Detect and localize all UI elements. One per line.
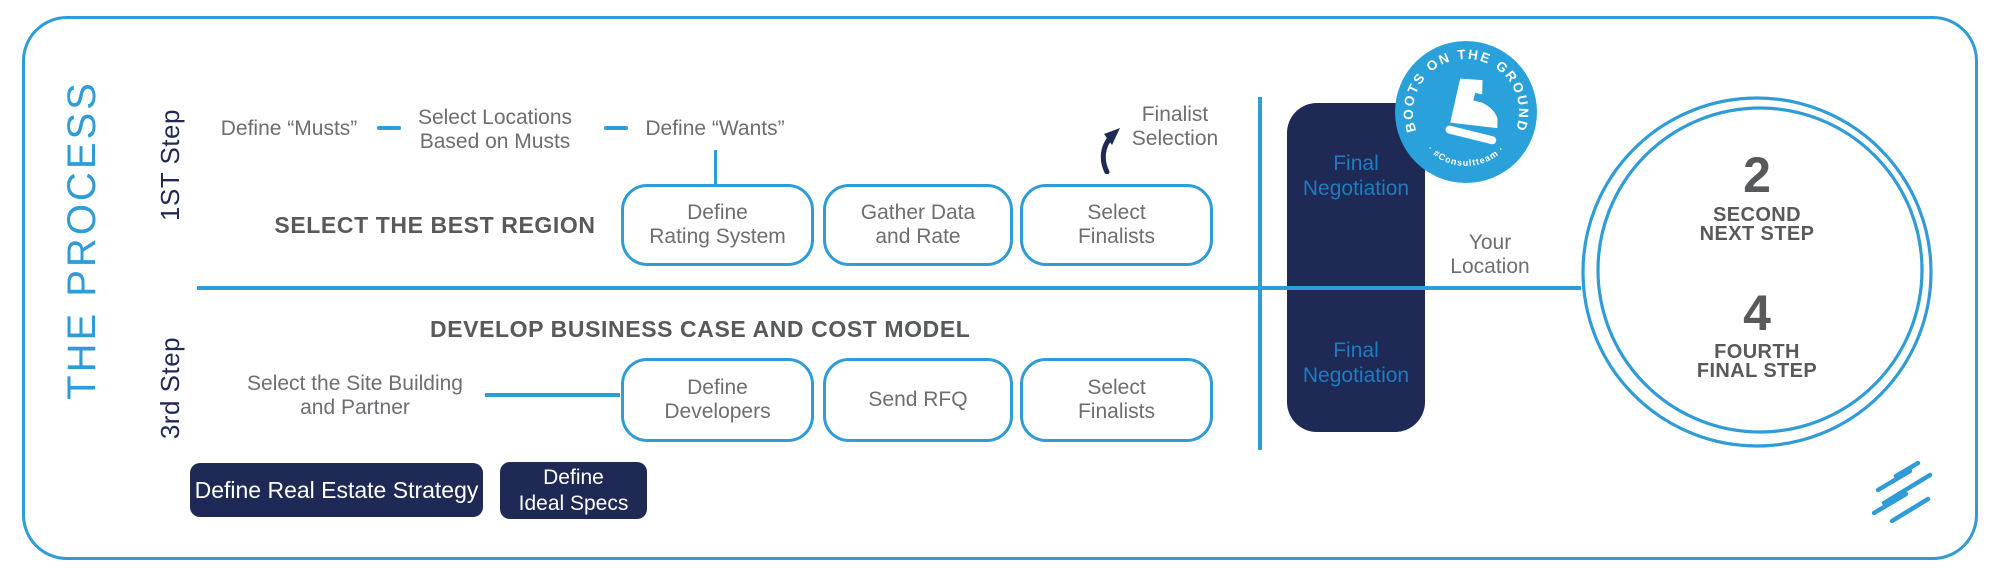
page-title: THE PROCESS [59, 80, 104, 400]
steps-circle [1581, 96, 1933, 448]
flow-dash-1 [377, 126, 401, 130]
define-real-estate-strategy-box: Define Real Estate Strategy [190, 463, 483, 517]
step2-number: 2 [1743, 147, 1771, 203]
process-box-select-finalists-1: Select Finalists [1020, 184, 1213, 266]
boot-icon [1445, 78, 1498, 145]
vertical-divider-line [1258, 97, 1262, 450]
finalist-selection-label: Finalist Selection [1131, 103, 1219, 151]
step4-label: FOURTH FINAL STEP [1696, 341, 1818, 382]
card-border [22, 16, 1978, 560]
step4-number: 4 [1743, 285, 1771, 341]
flow-label-define-musts: Define “Musts” [220, 117, 358, 140]
horizontal-divider-line [197, 286, 1581, 290]
step2-label: SECOND NEXT STEP [1699, 204, 1815, 245]
your-location-label: Your Location [1450, 231, 1530, 279]
final-negotiation-bottom: Final Negotiation [1302, 339, 1410, 388]
site-building-label: Select the Site Building and Partner [247, 372, 463, 420]
define-ideal-specs-box: Define Ideal Specs [500, 462, 647, 519]
boots-on-the-ground-badge: BOOTS ON THE GROUND · #Consultteam · [1395, 41, 1537, 183]
process-box-define-rating-system: Define Rating System [621, 184, 814, 266]
flow-label-select-locations: Select Locations Based on Musts [417, 106, 573, 154]
process-box-gather-data: Gather Data and Rate [823, 184, 1013, 266]
curved-arrow-icon [1100, 128, 1120, 174]
step1-heading: SELECT THE BEST REGION [274, 212, 596, 238]
step3-label: 3rd Step [154, 336, 185, 440]
flow-label-define-wants: Define “Wants” [645, 117, 785, 140]
final-negotiation-top: Final Negotiation [1302, 152, 1410, 201]
process-box-send-rfq: Send RFQ [823, 358, 1013, 442]
flow-dash-2 [604, 126, 628, 130]
site-building-connector-line [485, 393, 620, 397]
step3-heading: DEVELOP BUSINESS CASE AND COST MODEL [430, 316, 971, 342]
process-box-select-finalists-2: Select Finalists [1020, 358, 1213, 442]
process-box-define-developers: Define Developers [621, 358, 814, 442]
hatch-lines-icon [1872, 460, 1933, 524]
step1-label: 1ST Step [154, 109, 185, 221]
negotiation-panel [1287, 103, 1425, 432]
wants-connector-line [714, 150, 717, 186]
